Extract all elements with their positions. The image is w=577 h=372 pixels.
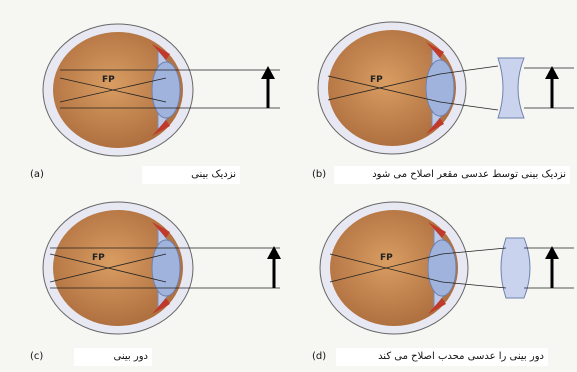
panel-a-letter: (a)	[30, 166, 44, 184]
panel-b-caption: نزدیک بینی توسط عدسی مقعر اصلاح می شود	[334, 166, 570, 184]
lens-d	[428, 240, 456, 296]
fp-label-c: FP	[92, 253, 105, 263]
concave-lens-icon	[498, 58, 524, 118]
panel-b: FP (b) نزدیک بینی توسط عدسی مقعر اصلاح م…	[312, 8, 577, 180]
lens-a	[152, 62, 180, 118]
object-arrow-icon-b	[545, 66, 559, 108]
panel-c-caption: دور بینی	[74, 348, 152, 366]
panel-d-caption: دور بینی را عدسی محدب اصلاح می کند	[336, 348, 548, 366]
eye-diagram-d: FP	[312, 190, 577, 350]
panel-b-letter: (b)	[312, 166, 326, 184]
object-arrow-icon-c	[267, 246, 281, 288]
panel-a-caption: نزدیک بینی	[142, 166, 240, 184]
panel-a: FP (a) نزدیک بینی	[30, 8, 300, 180]
eye-diagram-a: FP	[30, 8, 300, 168]
lens-b	[426, 60, 454, 116]
panel-d-letter: (d)	[312, 348, 326, 366]
object-arrow-icon-a	[261, 66, 275, 108]
convex-lens-icon	[501, 238, 530, 298]
fp-label-a: FP	[102, 75, 115, 85]
fp-label-b: FP	[370, 75, 383, 85]
object-arrow-icon-d	[545, 246, 559, 288]
eye-diagram-c: FP	[30, 190, 300, 350]
panel-d: FP (d) دور بینی را عدسی محدب اصلاح می کن…	[312, 190, 577, 362]
panel-c-letter: (c)	[30, 348, 43, 366]
eye-diagram-b: FP	[312, 8, 577, 168]
panel-c: FP (c) دور بینی	[30, 190, 300, 362]
fp-label-d: FP	[380, 253, 393, 263]
